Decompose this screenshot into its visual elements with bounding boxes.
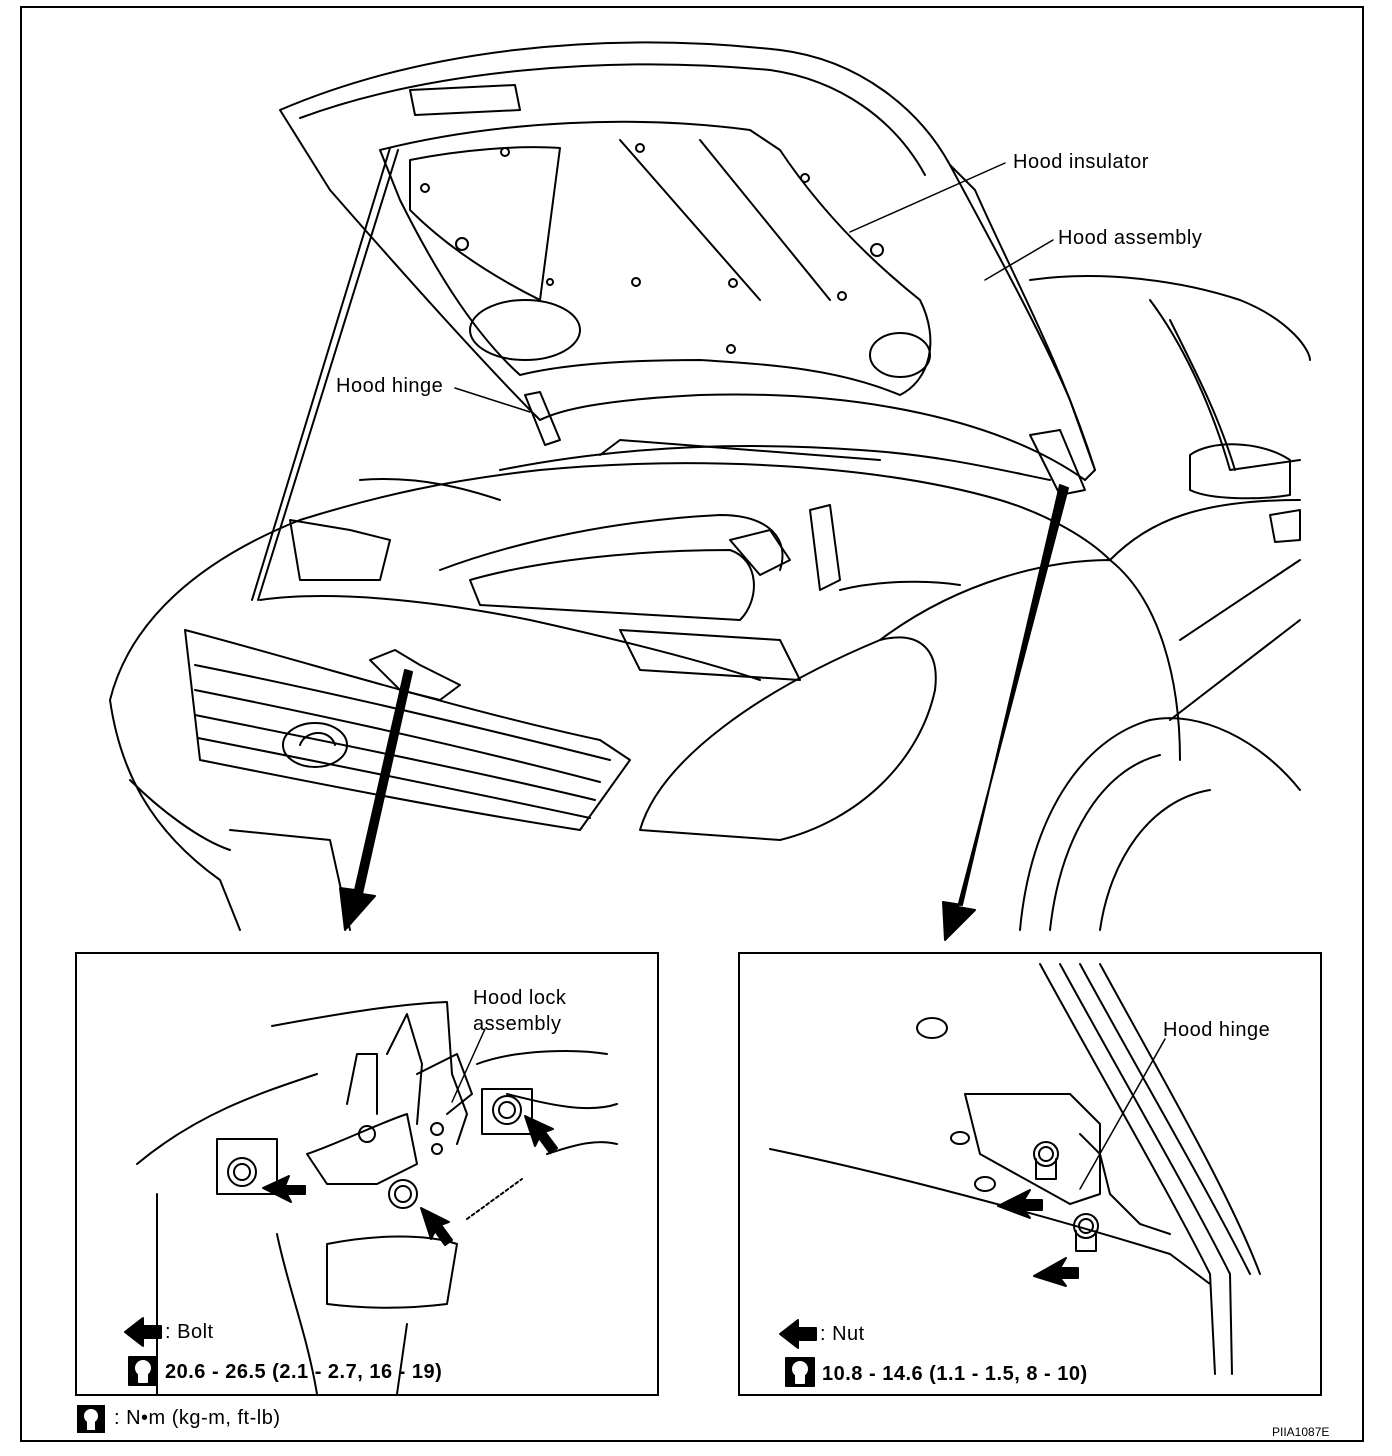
hood-stay-rod [251, 147, 399, 601]
hood-panel [279, 41, 1096, 481]
nut-torque-spec: 10.8 - 14.6 (1.1 - 1.5, 8 - 10) [822, 1363, 1088, 1385]
hood-hinge-detail-panel: Hood hinge : Nut 10.8 - 14.6 (1.1 - 1.5,… [738, 952, 1322, 1396]
hood-lock-drawing [124, 1001, 618, 1395]
torque-wrench-icon-left [128, 1356, 158, 1386]
bolt-legend-text: : Bolt [165, 1321, 214, 1343]
nut-arrow-2 [1033, 1257, 1079, 1287]
zoom-arrow-right [942, 484, 1069, 941]
car-body [109, 462, 1111, 701]
bolt-legend-arrow-icon [124, 1317, 162, 1347]
figure-frame [20, 6, 1364, 1442]
grille [184, 629, 631, 831]
zoom-arrow-left [339, 669, 413, 931]
nut-legend-text: : Nut [820, 1323, 865, 1345]
hood-assembly-label: Hood assembly [1058, 227, 1203, 249]
hood-insulator-pad [379, 120, 932, 396]
hood-hinge-detail-label: Hood hinge [1163, 1019, 1271, 1041]
nut-arrow-1 [997, 1189, 1043, 1219]
nut-legend-arrow-icon [779, 1319, 817, 1349]
unit-legend-text: : N•m (kg-m, ft-lb) [114, 1407, 281, 1429]
figure-code: PIIA1087E [1272, 1425, 1330, 1439]
bolt-arrow-3 [420, 1207, 453, 1246]
torque-wrench-legend-icon [77, 1405, 105, 1433]
bolt-arrow-2 [524, 1115, 558, 1154]
bolt-arrow-1 [262, 1175, 306, 1203]
bolt-torque-spec: 20.6 - 26.5 (2.1 - 2.7, 16 - 19) [165, 1361, 443, 1383]
hood-lock-label-line1: Hood lock [473, 987, 567, 1009]
hood-lock-label-line2: assembly [473, 1013, 562, 1035]
headlight [639, 636, 937, 841]
hood-insulator-label: Hood insulator [1013, 151, 1149, 173]
hood-hinge-drawing [769, 963, 1261, 1387]
hood-hinge-label: Hood hinge [336, 375, 444, 397]
hood-lock-detail-panel: Hood lock assembly : Bolt 20.6 - 26.5 (2… [75, 952, 659, 1396]
torque-wrench-icon-right [785, 1357, 815, 1387]
